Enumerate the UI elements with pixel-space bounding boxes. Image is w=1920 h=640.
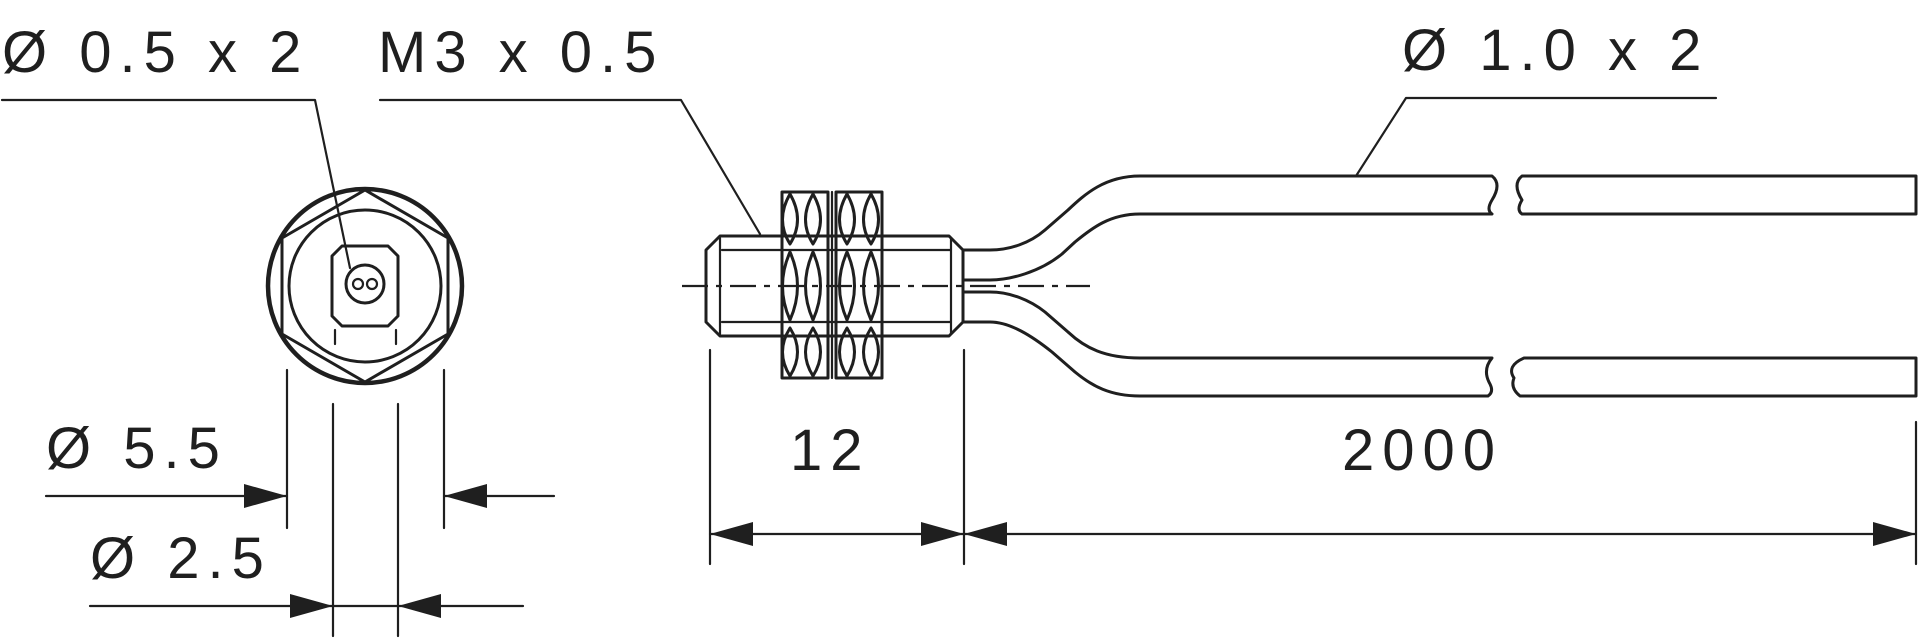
leader-wire-small (0, 98, 352, 270)
nut-left-chamfer-mid (781, 250, 822, 322)
nut-right-chamfer-mid (838, 250, 880, 322)
label-wire-diameter-small: Ø 0.5 x 2 (2, 20, 309, 85)
dimension-body-length (708, 348, 966, 566)
end-view-fiber-left (351, 277, 365, 291)
end-view-fiber-right (365, 277, 379, 291)
end-view-hexagon (280, 188, 450, 384)
dimension-inner-diameter (88, 402, 525, 638)
cable-lower-outer (961, 290, 1494, 398)
cable-upper-outer (961, 174, 1499, 282)
end-view-body-outline (330, 244, 400, 328)
label-inner-diameter: Ø 2.5 (90, 526, 272, 591)
dimension-cable-length (962, 420, 1918, 566)
nut-right-chamfer-bottom (838, 326, 880, 378)
cable-upper-outer-segment (1515, 174, 1918, 216)
side-view (682, 174, 1918, 398)
end-view-fiber-core (344, 263, 386, 305)
thread-body-outline (704, 234, 965, 338)
leader-thread (378, 98, 762, 236)
end-view (265, 186, 465, 386)
label-thread: M3 x 0.5 (378, 20, 664, 85)
dimension-outer-diameter (44, 368, 556, 530)
nut-right-chamfer (838, 192, 880, 246)
leader-wire-large (1354, 96, 1718, 178)
end-view-inner-circle (287, 208, 443, 364)
end-view-outer-circle (265, 186, 465, 386)
label-cable-length: 2000 (1342, 418, 1503, 483)
label-outer-diameter: Ø 5.5 (46, 416, 228, 481)
nut-left-chamfer (781, 192, 822, 246)
label-body-length: 12 (790, 418, 871, 483)
cable-lower-outer-segment (1510, 356, 1918, 398)
nut-left-chamfer-bottom (781, 326, 822, 378)
label-wire-diameter-large: Ø 1.0 x 2 (1402, 18, 1709, 83)
